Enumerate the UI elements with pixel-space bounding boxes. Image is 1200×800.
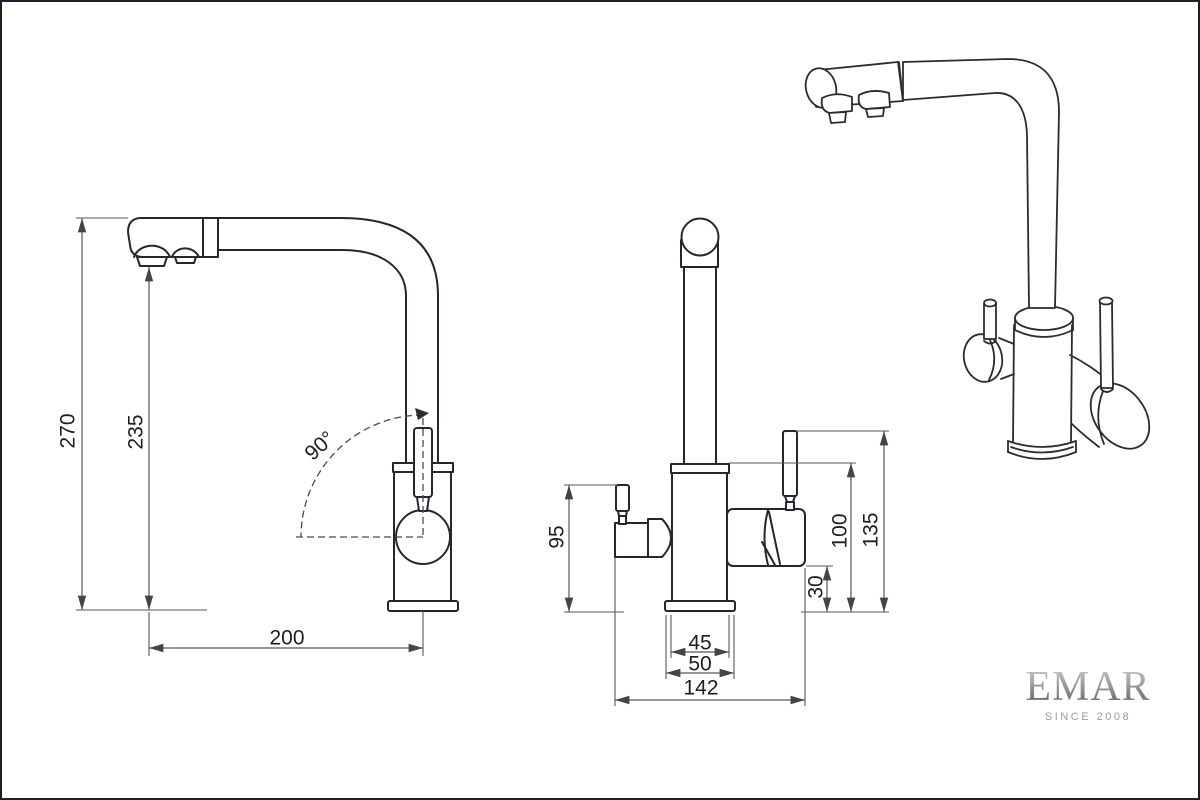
brand-tagline: SINCE 2008 [1044, 711, 1132, 723]
dim-100-label: 100 [828, 513, 852, 549]
dim-270-label: 270 [56, 413, 80, 449]
dim-50-label: 50 [688, 652, 712, 676]
dim-142-label: 142 [683, 676, 719, 700]
dim-200-label: 200 [269, 626, 305, 650]
dim-135-label: 135 [859, 512, 883, 548]
side-view-drawing [76, 217, 459, 656]
dim-45-label: 45 [688, 631, 712, 655]
dim-30-label: 30 [804, 575, 828, 599]
perspective-view-drawing [804, 58, 1151, 460]
dim-235-label: 235 [124, 414, 148, 450]
dim-95-label: 95 [545, 525, 569, 549]
brand-name: EMAR [1006, 666, 1170, 708]
front-view-drawing [564, 217, 889, 706]
brand-logo: EMAR SINCE 2008 [1006, 666, 1170, 723]
